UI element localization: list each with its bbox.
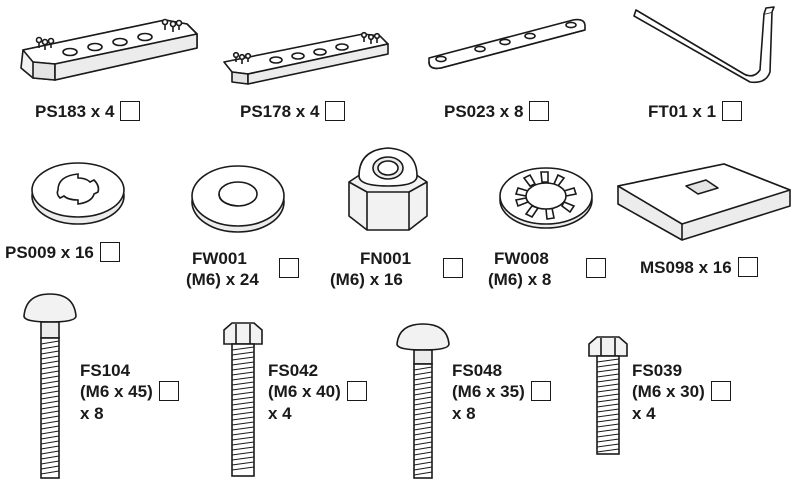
fs104-code: FS104 [80,361,131,380]
fs042-spec: (M6 x 40) [268,382,341,401]
ps183-qty: x 4 [90,102,115,121]
fw008-qty: x 8 [527,270,552,289]
ps023-qty: x 8 [499,102,524,121]
fs048-spec: (M6 x 35) [452,382,525,401]
fs039-code: FS039 [632,361,683,380]
short-spacer-plate-icon [223,31,389,85]
fs104-spec: (M6 x 45) [80,382,153,401]
flat-bracket-strip-icon [428,18,586,70]
lock-nut-icon [348,147,428,231]
flat-washer-icon [191,165,285,233]
fn001-code: FN001 [360,249,412,268]
fw001-label: FW001 (M6) x 24 [186,248,259,290]
carriage-bolt-icon [396,323,450,479]
carriage-bolt-icon [23,293,77,479]
fw001-checkbox[interactable] [279,258,299,278]
fs048-code: FS048 [452,361,503,380]
fs039-checkbox[interactable] [710,380,731,401]
ps023-checkbox[interactable] [529,100,550,121]
fw001-code: FW001 [192,249,247,268]
ft01-label: FT01 x 1 [648,100,743,123]
ps178-code: PS178 [240,102,292,121]
fw008-code: FW008 [494,249,549,268]
ms098-qty: x 16 [698,258,732,277]
fs104-checkbox[interactable] [158,380,179,401]
ps183-label: PS183 x 4 [35,100,141,123]
fn001-spec: (M6) [330,270,365,289]
fs048-qty: x 8 [452,403,476,423]
ft01-qty: x 1 [692,102,717,121]
ps178-label: PS178 x 4 [240,100,346,123]
fs042-label: FS042 (M6 x 40) x 4 [268,360,367,424]
hex-bolt-icon [588,336,628,455]
fs048-label: FS048 (M6 x 35) x 8 [452,360,551,424]
splined-washer-icon [31,162,125,225]
ms098-checkbox[interactable] [737,256,758,277]
fs104-qty: x 8 [80,403,104,423]
fs042-qty: x 4 [268,403,292,423]
ft01-checkbox[interactable] [722,100,743,121]
ps009-checkbox[interactable] [99,241,120,262]
fs042-checkbox[interactable] [346,380,367,401]
fw008-checkbox[interactable] [586,258,606,278]
fw008-spec: (M6) [488,270,523,289]
ft01-code: FT01 [648,102,688,121]
fs039-label: FS039 (M6 x 30) x 4 [632,360,731,424]
fn001-label: FN001 (M6) x 16 [330,248,411,290]
ms098-code: MS098 [640,258,694,277]
fs039-qty: x 4 [632,403,656,423]
fw001-qty: x 24 [225,270,259,289]
square-hole-plate-icon [617,163,791,241]
ps023-code: PS023 [444,102,496,121]
ps178-checkbox[interactable] [325,100,346,121]
ps009-qty: x 16 [60,243,94,262]
ms098-label: MS098 x 16 [640,256,758,279]
fs048-checkbox[interactable] [530,380,551,401]
ps023-label: PS023 x 8 [444,100,550,123]
ps178-qty: x 4 [295,102,320,121]
ps009-label: PS009 x 16 [5,241,120,264]
fs104-label: FS104 (M6 x 45) x 8 [80,360,179,424]
hex-bolt-icon [223,322,263,477]
long-spacer-plate-icon [20,18,198,81]
fn001-qty: x 16 [369,270,403,289]
fs042-code: FS042 [268,361,319,380]
fn001-checkbox[interactable] [443,258,463,278]
star-lock-washer-icon [499,167,593,229]
fw001-spec: (M6) [186,270,221,289]
ps009-code: PS009 [5,243,57,262]
ps183-code: PS183 [35,102,87,121]
hex-key-icon [633,6,775,84]
fs039-spec: (M6 x 30) [632,382,705,401]
fw008-label: FW008 (M6) x 8 [488,248,551,290]
ps183-checkbox[interactable] [120,100,141,121]
